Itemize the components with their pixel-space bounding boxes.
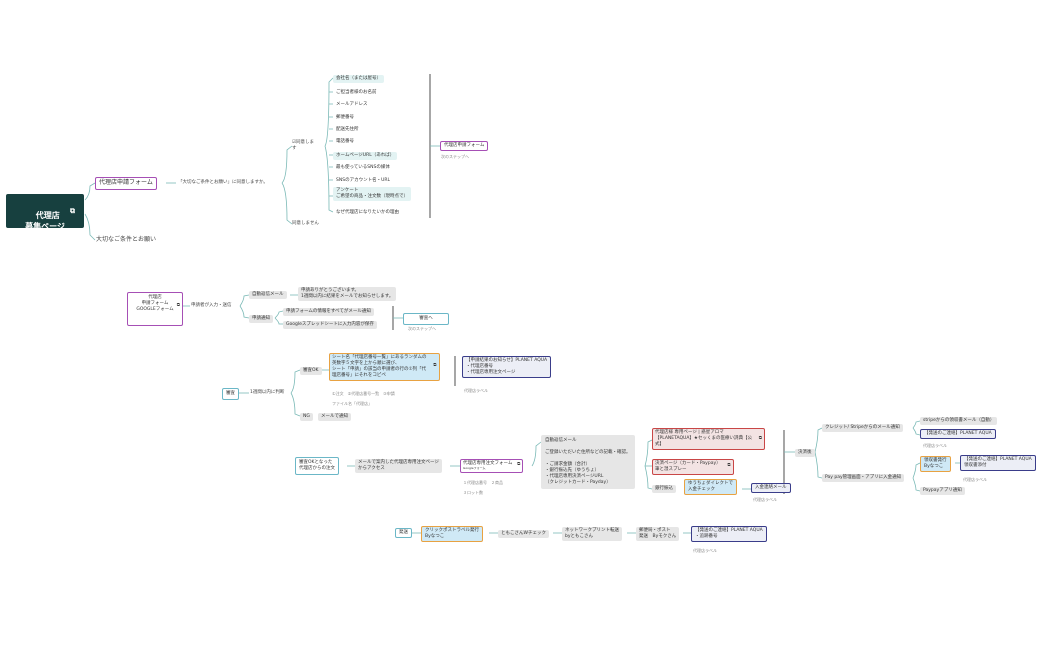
auto-reply-message: 申請ありがとうございます。 1週間以内に結果をメールでお知らせします。 (298, 287, 397, 301)
credit-stripe: クレジット/ Stripeからのメール通知 (822, 424, 903, 432)
form-result-node[interactable]: 代理店申請フォーム (440, 141, 489, 151)
notify-sheet: Googleスプレッドシートに入力内容が保存 (283, 321, 377, 329)
clickpost-label[interactable]: クリックポストラベル発行 Byなつこ (421, 526, 483, 542)
double-check: ともこさんWチェック (498, 530, 549, 538)
field-address: 配送先住所 (333, 126, 362, 134)
external-link-icon[interactable]: ⧉ (517, 462, 521, 467)
review-ng-mail: メールで通知 (318, 413, 351, 421)
order-form-fields-2: ３ロット数 (463, 490, 483, 495)
bank-transfer: 銀行振込 (652, 485, 676, 493)
order-form-fields-1: １代理店番号 ２商品 (463, 480, 503, 485)
review-ng: NG (300, 413, 313, 421)
field-survey: アンケート ご希望の商品・注文数（現時点で） (333, 187, 411, 201)
after-settlement: 決済後 (795, 449, 815, 457)
review-ok: 審査OK (300, 367, 322, 375)
field-company: 会社名（または屋号） (333, 75, 384, 83)
review-result-mail[interactable]: 【申請結果のお知らせ】PLANET AQUA ・代理店番号 ・代理店専用注文ペー… (462, 356, 552, 378)
agree-node[interactable]: ☑同意しま す (292, 140, 315, 151)
agency-label-3: 代理店ラベル (923, 443, 947, 448)
notify-mail: 申請フォームの情報をすべてがメール通知 (283, 308, 374, 316)
auto-reply-node: 自動返信メール (249, 291, 287, 299)
root-node[interactable]: 代理店 募集ページ ⧉ (6, 194, 84, 231)
applicant-submit: 申請者が入力・送信 (191, 303, 232, 308)
review-within: 1週間以内に判断 (250, 390, 285, 395)
external-link-icon[interactable]: ⧉ (727, 463, 731, 468)
notify-node: 申請通知 (249, 315, 273, 323)
external-link-icon[interactable]: ⧉ (758, 436, 762, 441)
review-ok-body[interactable]: シート名「代理店番号一覧」にあるランダムの 英数字５文字を上から順に選び、 シー… (329, 353, 440, 381)
receipt-issue[interactable]: 領収書発行 Byなつこ (920, 456, 951, 472)
payment-mail[interactable]: 入金連絡メール (751, 483, 791, 493)
go-review-button[interactable]: 審査へ (403, 313, 449, 325)
review-sheets: ①注文 ②代理店番号一覧 ③申請 (332, 391, 395, 396)
next-step-label-2: 次のステップへ (408, 326, 436, 331)
field-sns-media: 最も使っているSNSの媒体 (333, 164, 393, 172)
next-step-label: 次のステップへ (441, 154, 469, 159)
checkbox-icon: ☑ (292, 140, 297, 145)
field-phone: 電話番号 (333, 138, 357, 146)
root-title: 代理店 募集ページ (25, 211, 65, 231)
ship-node[interactable]: 発送 (395, 528, 412, 538)
agency-label-4: 代理店ラベル (963, 477, 987, 482)
field-homepage: ホームページURL（あれば） (333, 152, 398, 160)
post-office: 郵便局・ポスト 発送 Byモクさん (636, 527, 680, 541)
ship-mail-2[interactable]: 【発送のご連絡】PLANET AQUA 領収書添付 (960, 455, 1036, 471)
order-access: メールで案内した代理店専用注文ページ からアクセス (355, 459, 442, 473)
field-contact-name: ご担当者様のお名前 (333, 89, 380, 97)
agency-page-node[interactable]: 代理店様 専用ページ | 惑星アロマ 【PLANETAQUA】★セッくまの医療い… (652, 428, 765, 450)
external-link-icon[interactable]: ⧉ (70, 207, 75, 215)
field-reason: なぜ代理店になりたいかの理由 (333, 209, 402, 217)
ship-mail-1[interactable]: 【発送のご連絡】PLANET AQUA (920, 429, 996, 439)
network-print: ネットワークプリント転送 byともこさん (562, 527, 622, 541)
google-form-node[interactable]: 代理店 申請フォーム GOOGLEフォーム⧉ (127, 292, 183, 326)
agree-question: 「大切なご条件とお願い」に同意しますか。 (178, 180, 268, 185)
paypay-app: Paypayアプリ通知 (920, 487, 965, 495)
paypay-notify: Pay pay管理画面・アプリに入金通知 (822, 474, 905, 482)
agency-application-form-node[interactable]: 代理店申請フォーム (95, 177, 157, 190)
ship-mail-3[interactable]: 【発送のご連絡】PLANET AQUA ・追跡番号 (691, 526, 767, 542)
bank-check[interactable]: ゆうちょダイレクトで 入金チェック (684, 479, 737, 495)
review-file: ファイル名「代理店」 (332, 401, 372, 406)
agency-label-2: 代理店ラベル (753, 497, 777, 502)
stripe-receipt: stripeからの領収書メール（自動） (920, 417, 998, 425)
external-link-icon[interactable]: ⧉ (433, 363, 437, 368)
payment-page-node[interactable]: 決済ページ（カード・Paypay） 筆と湿スプレー⧉ (652, 459, 734, 475)
field-sns-account: SNSのアカウント名・URL (333, 177, 394, 185)
field-email: メールアドレス (333, 101, 371, 109)
review-node[interactable]: 審査 (222, 388, 239, 400)
agency-label-5: 代理店ラベル (693, 548, 717, 553)
important-conditions-node[interactable]: 大切なご条件とお願い (96, 236, 157, 243)
disagree-node[interactable]: 同意しません (292, 221, 319, 226)
field-postal: 郵便番号 (333, 114, 357, 122)
agency-label-1: 代理店ラベル (464, 388, 488, 393)
order-auto-mail: 自動返信メール ご登録いただいた住所などの記載・確認。 ・ご請求金額（合計） ・… (541, 435, 635, 489)
external-link-icon[interactable]: ⧉ (176, 303, 180, 308)
order-start-node[interactable]: 審査OKとなった 代理店からの注文 (295, 457, 339, 475)
